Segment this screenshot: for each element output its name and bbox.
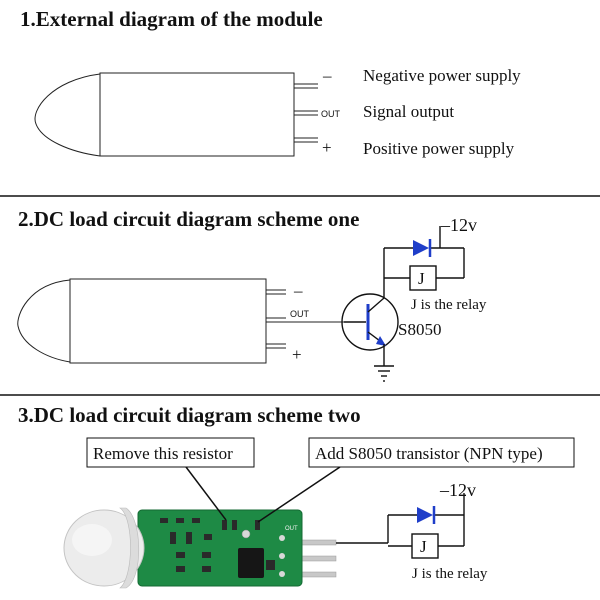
scheme1-out-label: OUT <box>290 309 310 319</box>
pcb-out-marking: OUT <box>285 526 298 532</box>
transistor-symbol <box>341 274 399 366</box>
callout-transistor-text: Add S8050 transistor (NPN type) <box>315 444 543 463</box>
pir-module-photo: OUT <box>63 507 337 589</box>
ground-icon <box>374 365 394 382</box>
callout-transistor-box <box>308 437 575 468</box>
callout-resistor-text: Remove this resistor <box>93 444 233 463</box>
negative-supply-label: Negative power supply <box>363 66 521 85</box>
positive-supply-label: Positive power supply <box>363 139 515 158</box>
supply-voltage-label: –12v <box>440 215 477 235</box>
pos-pin-sign: + <box>322 138 332 157</box>
relay-network-scheme-two <box>336 493 465 547</box>
neg-pin-sign: – <box>322 66 332 85</box>
emitter-arrow-icon <box>376 336 386 346</box>
callout-transistor-leader <box>257 466 341 523</box>
section2-title: 2.DC load circuit diagram scheme one <box>18 207 359 231</box>
diode-icon <box>413 239 432 257</box>
relay-box <box>409 265 437 291</box>
callout-resistor-leader <box>185 466 227 521</box>
scheme1-pos-sign: + <box>292 345 302 364</box>
relay-network-scheme-one <box>383 226 465 279</box>
relay-caption: J is the relay <box>411 297 487 313</box>
callout-resistor-box <box>86 437 255 468</box>
ic-chip <box>238 548 264 578</box>
out-pin-label: OUT <box>321 109 341 119</box>
relay-letter: J <box>418 269 425 288</box>
relay-box <box>411 533 439 559</box>
diode-icon <box>417 506 436 524</box>
resistor-to-remove <box>222 520 227 530</box>
transistor-label: S8050 <box>398 320 441 339</box>
section1-title: 1.External diagram of the module <box>20 7 323 31</box>
relay-letter: J <box>420 537 427 556</box>
module-outline-scheme-one <box>17 278 344 364</box>
signal-output-label: Signal output <box>363 102 454 121</box>
scheme1-neg-sign: – <box>293 281 303 300</box>
module-outline-external <box>34 72 318 157</box>
supply-voltage-label: –12v <box>439 480 476 500</box>
section3-title: 3.DC load circuit diagram scheme two <box>18 403 361 427</box>
relay-caption: J is the relay <box>412 566 488 582</box>
